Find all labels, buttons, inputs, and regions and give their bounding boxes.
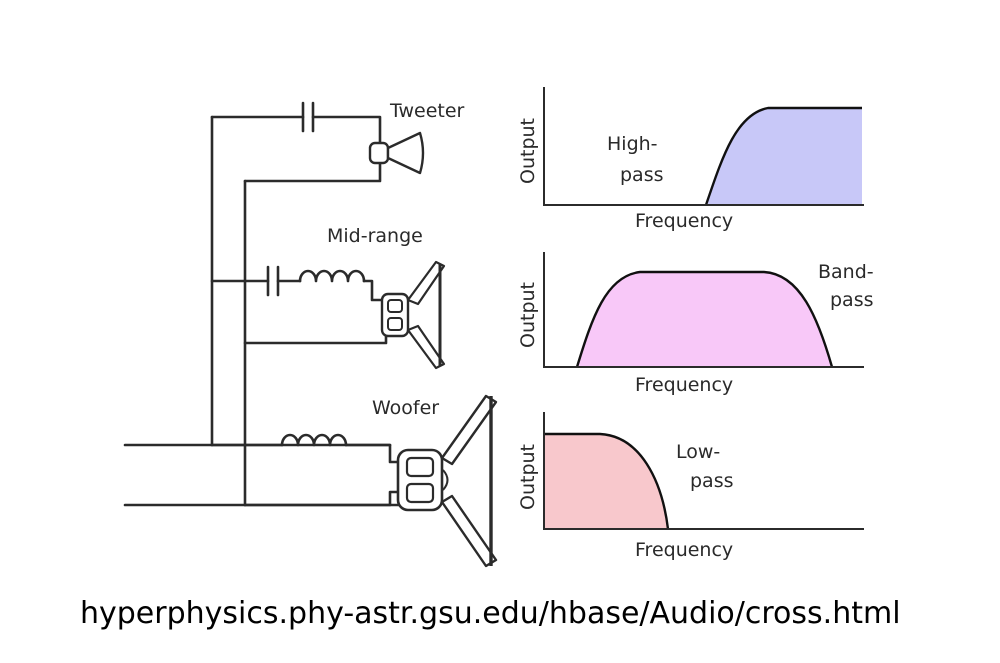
woofer-label: Woofer [372,397,439,419]
highpass-name-line1: High- [607,133,658,155]
lowpass-name-line1: Low- [676,441,720,463]
bandpass-curve [575,270,834,368]
bandpass-name-line1: Band- [818,261,874,283]
woofer-wire-out [344,443,402,464]
bandpass-axes [543,252,864,368]
tweeter-horn [368,131,425,175]
mid-capacitor [266,265,280,297]
highpass-xlabel: Frequency [635,210,733,232]
midrange-label: Mid-range [327,225,423,247]
tweeter-wire-out [311,115,382,145]
bandpass-name-line2: pass [830,289,874,311]
mid-wire-return [243,323,388,345]
highpass-chart: Output Frequency High- pass [517,87,864,232]
highpass-axes [543,87,864,206]
lowpass-curve [544,432,670,530]
highpass-name-line2: pass [620,164,664,186]
bandpass-xlabel: Frequency [635,374,733,396]
tweeter-wire-return [243,161,382,183]
lowpass-axes [543,412,864,530]
woofer-inductor [280,433,348,447]
highpass-curve [704,106,862,206]
tweeter-label: Tweeter [389,100,465,122]
lowpass-xlabel: Frequency [635,539,733,561]
highpass-ylabel: Output [517,118,539,184]
lowpass-chart: Output Frequency Low- pass [517,412,864,561]
mid-wire-out [362,279,388,302]
bandpass-fill-area [577,272,832,367]
tweeter-capacitor [301,101,315,133]
lowpass-fill-area [544,434,668,529]
crossover-circuit: Tweeter Mid-range Woofer [123,100,498,568]
woofer-speaker [396,394,498,568]
source-url-text: hyperphysics.phy-astr.gsu.edu/hbase/Audi… [80,596,901,631]
woofer-wire-return [243,490,402,507]
lowpass-ylabel: Output [517,444,539,510]
bandpass-ylabel: Output [517,282,539,348]
mid-inductor [298,269,366,283]
bandpass-chart: Output Frequency Band- pass [517,252,874,396]
highpass-fill-area [706,108,862,205]
lowpass-name-line2: pass [690,470,734,492]
midrange-speaker [380,260,446,370]
